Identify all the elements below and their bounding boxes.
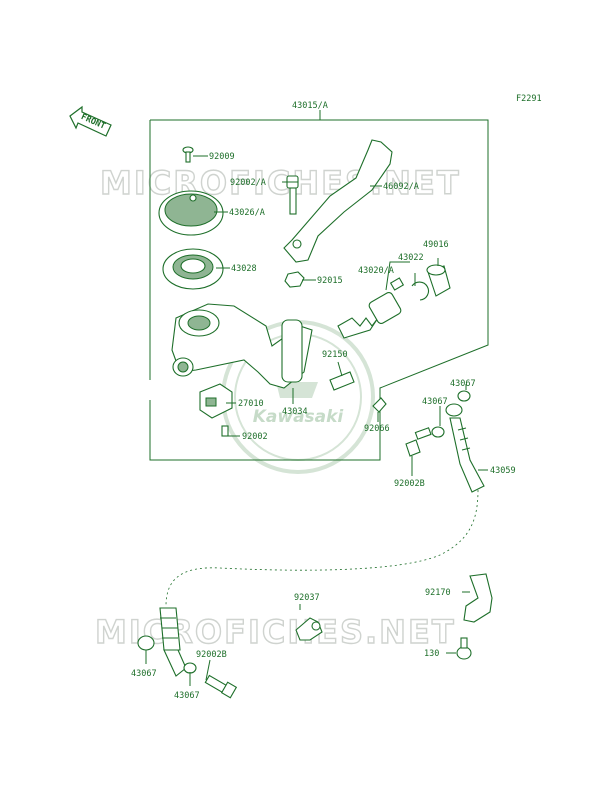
washer-43067-c bbox=[137, 635, 155, 651]
circlip-43022 bbox=[411, 281, 429, 301]
nut-92015 bbox=[284, 271, 305, 288]
label-130: 130 bbox=[424, 649, 439, 659]
label-43022: 43022 bbox=[398, 253, 424, 263]
label-92002: 92002 bbox=[242, 432, 268, 442]
logo-text: Kawasaki bbox=[253, 407, 345, 427]
label-46092A: 46092/A bbox=[383, 182, 419, 192]
lever-46092A bbox=[283, 139, 393, 263]
master-cylinder-body bbox=[171, 303, 313, 389]
label-43059: 43059 bbox=[490, 466, 516, 476]
bolt-130 bbox=[456, 637, 472, 660]
label-43067-c: 43067 bbox=[131, 669, 157, 679]
watermark-top: MICROFICHES.NET bbox=[100, 164, 461, 202]
label-92066: 92066 bbox=[364, 424, 390, 434]
diaphragm-43028 bbox=[162, 248, 224, 290]
label-43028: 43028 bbox=[231, 264, 257, 274]
label-92015: 92015 bbox=[317, 276, 343, 286]
switch-27010 bbox=[199, 383, 233, 419]
figure-code: F2291 bbox=[516, 94, 542, 104]
label-27010: 27010 bbox=[238, 399, 264, 409]
guide-92037 bbox=[295, 617, 323, 641]
leader-lines bbox=[145, 155, 488, 686]
label-43067-a: 43067 bbox=[450, 379, 476, 389]
clamp-92170 bbox=[463, 573, 493, 623]
assembly-bracket bbox=[149, 110, 489, 461]
reservoir-cap-43026A bbox=[158, 190, 224, 236]
label-43026A: 43026/A bbox=[229, 208, 265, 218]
banjo-bolt-92002B-a bbox=[405, 427, 432, 457]
label-43034: 43034 bbox=[282, 407, 308, 417]
label-92002B-a: 92002B bbox=[394, 479, 425, 489]
piston-43020A bbox=[337, 277, 405, 339]
banjo-bolt-92002B-b bbox=[204, 674, 238, 699]
screw-92002 bbox=[221, 425, 229, 437]
watermark-bottom: MICROFICHES.NET bbox=[95, 613, 456, 651]
label-92002B-b: 92002B bbox=[196, 650, 227, 660]
label-92037: 92037 bbox=[294, 593, 320, 603]
label-49016: 49016 bbox=[423, 240, 449, 250]
label-43067-b: 43067 bbox=[422, 397, 448, 407]
label-92170: 92170 bbox=[425, 588, 451, 598]
label-43067-d: 43067 bbox=[174, 691, 200, 701]
brake-hose-43059 bbox=[445, 403, 485, 493]
washer-43067-d bbox=[183, 662, 197, 674]
label-43020A: 43020/A bbox=[358, 266, 394, 276]
label-92150: 92150 bbox=[322, 350, 348, 360]
front-arrow-icon: FRONT bbox=[69, 105, 112, 137]
boot-49016 bbox=[426, 264, 451, 297]
label-92009: 92009 bbox=[209, 152, 235, 162]
cap-92066 bbox=[372, 397, 387, 413]
label-43015A: 43015/A bbox=[292, 101, 328, 111]
washer-43067-b bbox=[431, 426, 445, 438]
washer-43067-a bbox=[457, 390, 471, 402]
bolt-92150 bbox=[329, 371, 355, 391]
label-92002A: 92002/A bbox=[230, 178, 266, 188]
screw-92009 bbox=[182, 146, 194, 163]
